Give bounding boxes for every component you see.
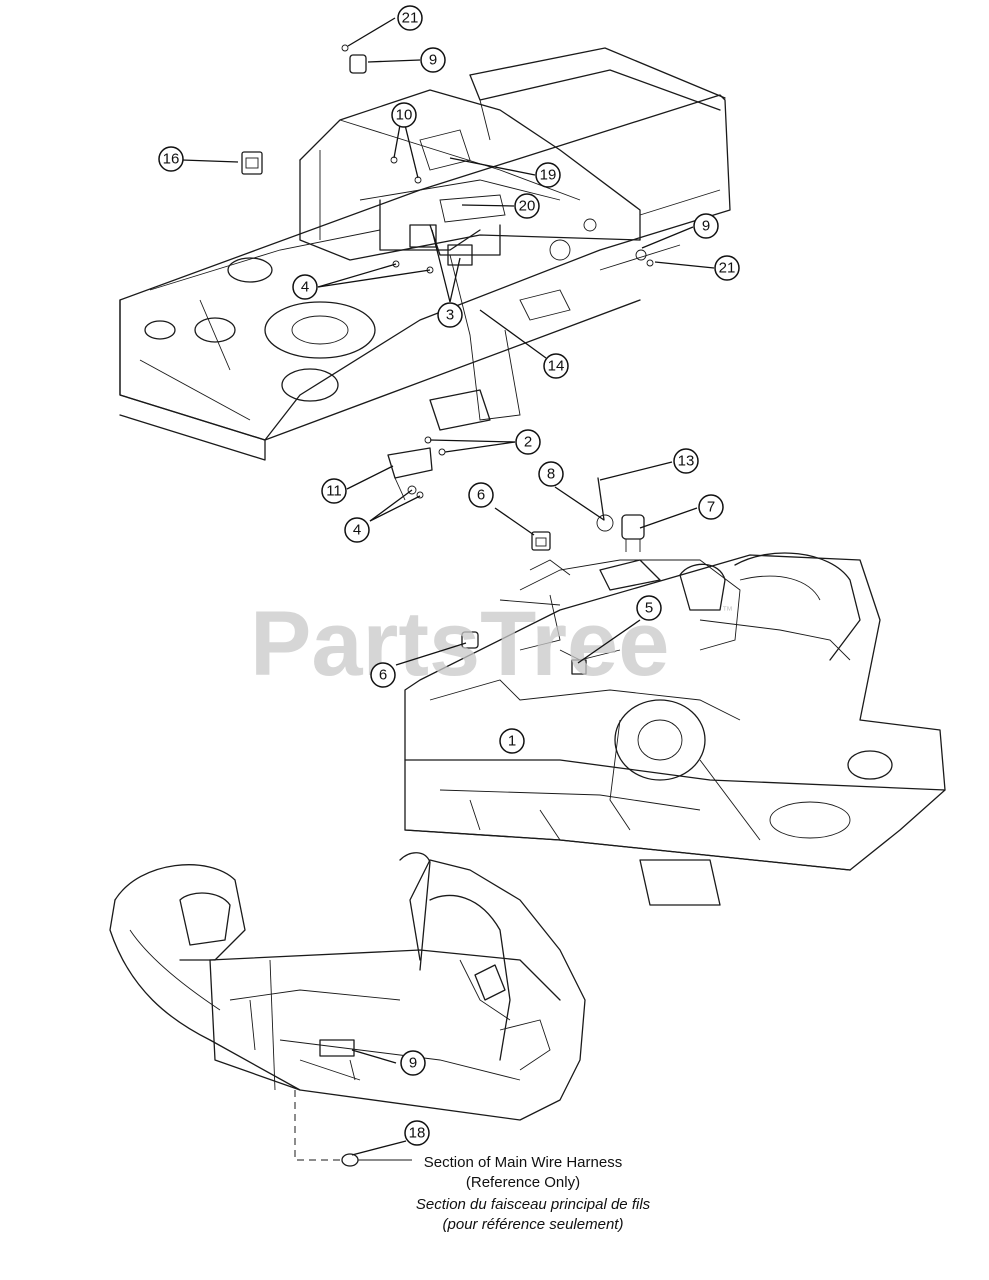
svg-text:2: 2 [524, 434, 532, 451]
svg-text:21: 21 [719, 260, 736, 277]
watermark-text: PartsTree [250, 593, 669, 695]
middle-tractor-body [404, 552, 946, 906]
callout-14: 14 [543, 353, 569, 379]
svg-text:8: 8 [547, 466, 555, 483]
callout-11: 11 [321, 478, 347, 504]
callout-1: 1 [499, 728, 525, 754]
callout-6-lower: 6 [370, 662, 396, 688]
svg-text:1: 1 [508, 733, 516, 750]
callout-16: 16 [158, 146, 184, 172]
svg-text:21: 21 [402, 10, 419, 27]
callout-19: 19 [535, 162, 561, 188]
svg-text:7: 7 [707, 499, 715, 516]
callout-4-lower: 4 [344, 517, 370, 543]
svg-text:10: 10 [396, 107, 413, 124]
callout-2: 2 [515, 429, 541, 455]
caption-fr-line2: (pour référence seulement) [443, 1216, 624, 1233]
caption-fr-line1: Section du faisceau principal de fils [416, 1196, 651, 1213]
callout-7: 7 [698, 494, 724, 520]
svg-text:19: 19 [540, 167, 557, 184]
svg-text:9: 9 [409, 1055, 417, 1072]
svg-text:20: 20 [519, 198, 536, 215]
callout-9-top: 9 [420, 47, 446, 73]
svg-text:6: 6 [379, 667, 387, 684]
callout-8: 8 [538, 461, 564, 487]
callout-10: 10 [391, 102, 417, 128]
svg-text:5: 5 [645, 600, 653, 617]
watermark-trademark: ™ [722, 605, 733, 617]
callout-9-lower: 9 [400, 1050, 426, 1076]
svg-text:14: 14 [548, 358, 565, 375]
svg-text:4: 4 [353, 522, 361, 539]
callout-9-right: 9 [693, 213, 719, 239]
upper-frame-assembly [119, 47, 731, 461]
callout-21-top: 21 [397, 5, 423, 31]
svg-text:16: 16 [163, 151, 180, 168]
svg-text:4: 4 [301, 279, 309, 296]
svg-text:9: 9 [702, 218, 710, 235]
svg-text:6: 6 [477, 487, 485, 504]
svg-text:11: 11 [326, 483, 342, 500]
callout-3: 3 [437, 302, 463, 328]
callout-5: 5 [636, 595, 662, 621]
svg-text:18: 18 [409, 1125, 426, 1142]
svg-text:9: 9 [429, 52, 437, 69]
caption-en-line1: Section of Main Wire Harness [424, 1154, 622, 1171]
callout-18: 18 [404, 1120, 430, 1146]
svg-text:13: 13 [678, 453, 695, 470]
bracket-11-assembly [387, 436, 446, 501]
callout-20: 20 [514, 193, 540, 219]
svg-text:3: 3 [446, 307, 454, 324]
caption-en-line2: (Reference Only) [466, 1174, 580, 1191]
callout-6-upper: 6 [468, 482, 494, 508]
callout-4-upper: 4 [292, 274, 318, 300]
leader-lines [181, 17, 715, 1156]
callout-13: 13 [673, 448, 699, 474]
lower-tractor-body [109, 852, 586, 1167]
callout-21-right: 21 [714, 255, 740, 281]
